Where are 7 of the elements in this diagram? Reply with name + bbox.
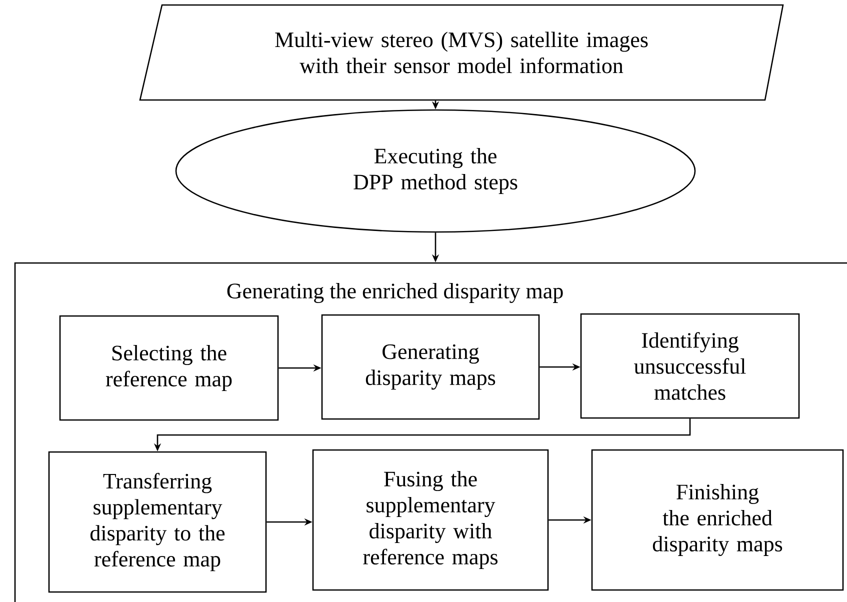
process-box: Selecting the reference map xyxy=(59,315,279,421)
process-box: Fusing the supplementary disparity with reference maps xyxy=(312,449,549,591)
input-parallelogram: Multi-view stereo (MVS) satellite images with their sensor model information xyxy=(139,4,784,101)
process-box: Transferring supplementary disparity to the reference map xyxy=(48,451,267,593)
process-box: Identifying unsuccessful matches xyxy=(580,313,800,419)
process-box: Finishing the enriched disparity maps xyxy=(591,449,844,591)
process-box: Generating disparity maps xyxy=(321,314,540,420)
